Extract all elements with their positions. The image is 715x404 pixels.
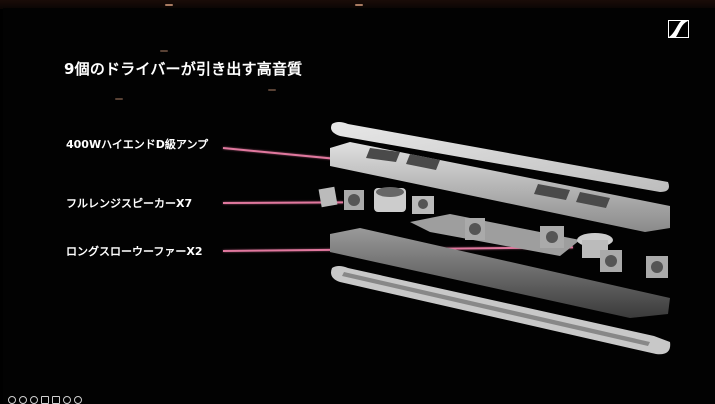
notes-icon[interactable] xyxy=(52,396,60,404)
zoom-out-icon[interactable] xyxy=(63,396,71,404)
pointer-icon[interactable] xyxy=(30,396,38,404)
reflection-light xyxy=(268,89,276,91)
soundbar-exploded-diagram xyxy=(318,122,671,355)
sennheiser-logo-icon xyxy=(668,20,689,38)
slides-icon[interactable] xyxy=(41,396,49,404)
callout-label-full-range: フルレンジスピーカーX7 xyxy=(66,197,193,210)
ceiling-light xyxy=(165,4,173,6)
more-icon[interactable] xyxy=(74,396,82,404)
presenter-toolbar xyxy=(8,396,82,404)
pen-icon[interactable] xyxy=(19,396,27,404)
back-icon[interactable] xyxy=(8,396,16,404)
callout-label-woofer: ロングスローウーファーX2 xyxy=(66,245,203,258)
slide-title: 9個のドライバーが引き出す高音質 xyxy=(64,60,303,78)
reflection-light xyxy=(160,50,168,52)
reflection-light xyxy=(115,98,123,100)
callout-label-amplifier: 400WハイエンドD級アンプ xyxy=(66,138,209,151)
ceiling-light xyxy=(355,4,363,6)
